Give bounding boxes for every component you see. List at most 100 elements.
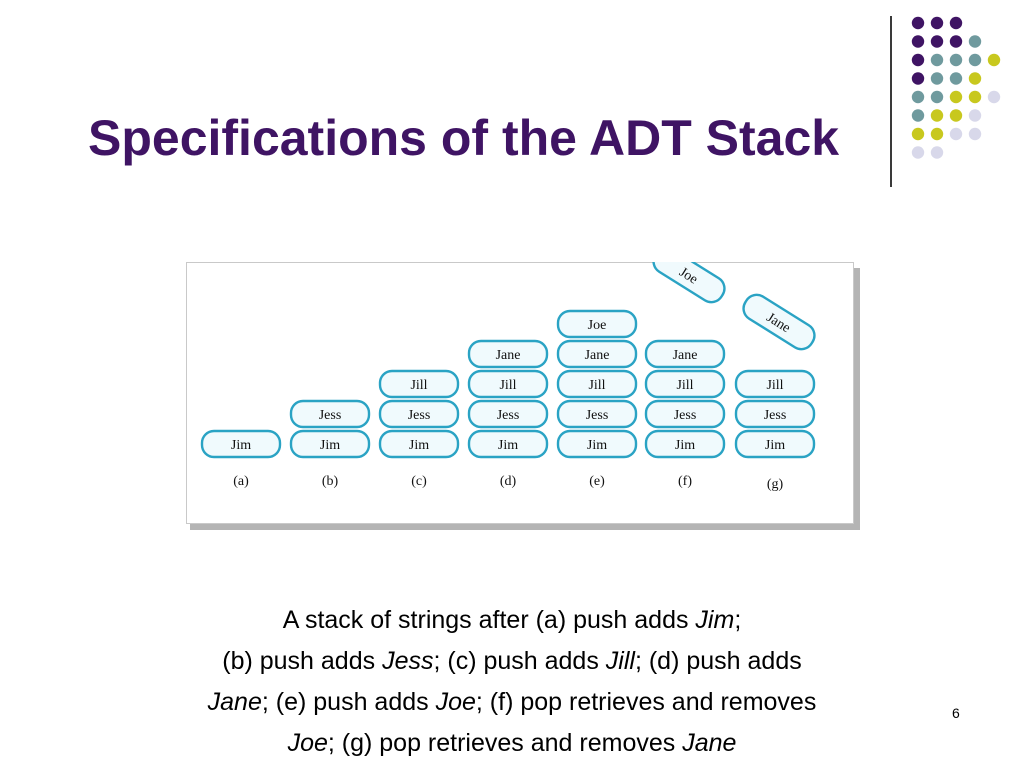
stack-item: Jim	[467, 429, 549, 459]
stack-item-label: Jill	[499, 378, 516, 393]
stack-item-label: Jane	[673, 348, 698, 363]
decorative-dot	[930, 90, 944, 104]
stack-item-box	[556, 429, 638, 459]
caption-name-joe: Joe	[435, 688, 476, 716]
stack-item-label: Jim	[409, 438, 429, 453]
stack-label: (g)	[767, 477, 784, 492]
stack-diagram: Jim(a)JimJess(b)JimJessJill(c)JimJessJil…	[200, 262, 816, 492]
caption-name-jill: Jill	[605, 647, 635, 675]
stack-label: (d)	[500, 474, 517, 489]
stack-item-label: Jim	[231, 438, 251, 453]
stack-item: Jill	[467, 369, 549, 399]
caption-text: (b) push adds	[222, 647, 383, 675]
stack-item-box	[467, 339, 549, 369]
stack-item: Joe	[652, 262, 726, 304]
stack-item-box	[467, 399, 549, 429]
stack-item-box	[644, 369, 726, 399]
caption-name-jane: Jane	[682, 729, 737, 757]
stack-item: Jane	[467, 339, 549, 369]
stack-item-label: Jane	[496, 348, 521, 363]
decorative-dot	[911, 16, 925, 30]
stack-item-box	[556, 309, 638, 339]
stack-item: Jim	[734, 429, 816, 459]
stack-label: (b)	[322, 474, 339, 489]
stack-item-label: Jill	[588, 378, 605, 393]
decorative-dot	[987, 90, 1001, 104]
decorative-dot	[987, 53, 1001, 67]
decorative-dot	[911, 146, 925, 159]
stack-item-box	[556, 399, 638, 429]
decorative-dot	[930, 109, 944, 122]
stack-item: Jess	[289, 399, 371, 429]
caption-text: ;	[734, 606, 742, 634]
caption-name-joe: Joe	[287, 729, 328, 757]
stack-item: Joe	[556, 309, 638, 339]
stack-item: Jim	[378, 429, 460, 459]
decorative-dot	[930, 16, 944, 30]
decorative-dot	[911, 72, 925, 85]
decorative-dot	[930, 72, 944, 85]
stack-item-label: Jess	[408, 408, 431, 423]
decorative-dot	[911, 90, 925, 104]
decorative-dot	[968, 53, 982, 67]
decorative-dot	[949, 109, 963, 122]
stack-item-box	[652, 262, 726, 304]
decorative-dot	[930, 146, 944, 159]
stack-item-label: Jess	[586, 408, 609, 423]
decorative-dot	[968, 35, 982, 48]
stack-item-box	[734, 399, 816, 429]
stack-item-box	[378, 399, 460, 429]
stack-item-box	[734, 369, 816, 399]
stack-item-label: Jill	[410, 378, 427, 393]
caption-name-jane: Jane	[207, 688, 262, 716]
stack-label: (e)	[589, 474, 605, 489]
stack-item: Jim	[644, 429, 726, 459]
decorative-dot	[911, 127, 925, 141]
stack-item-box	[742, 293, 816, 351]
decorative-dot	[930, 35, 944, 48]
stack-item-label: Jim	[765, 438, 785, 453]
caption-text: ; (f) pop retrieves and removes	[475, 688, 817, 716]
decorative-dot	[911, 109, 925, 122]
stack-item-label: Jim	[587, 438, 607, 453]
decorative-dot	[968, 72, 982, 85]
stack-item-label: Jess	[497, 408, 520, 423]
decorative-dot	[930, 127, 944, 141]
stack-item-box	[467, 429, 549, 459]
stack-item-box	[378, 429, 460, 459]
decorative-dot	[930, 53, 944, 67]
stack-item-box	[289, 429, 371, 459]
stack-item-box	[644, 399, 726, 429]
stack-item: Jess	[556, 399, 638, 429]
decorative-dot	[949, 90, 963, 104]
caption-text: ; (d) push adds	[634, 647, 802, 675]
slide-title: Specifications of the ADT Stack	[88, 110, 840, 166]
caption-name-jim: Jim	[695, 606, 735, 634]
stack-item-box	[200, 429, 282, 459]
stack-item: Jess	[734, 399, 816, 429]
figure-caption: A stack of strings after (a) push adds J…	[60, 600, 964, 764]
stack-item-box	[644, 429, 726, 459]
slide-number: 6	[952, 705, 960, 721]
stack-label: (a)	[233, 474, 249, 489]
stack-item-label: Jill	[676, 378, 693, 393]
caption-text: ; (g) pop retrieves and removes	[327, 729, 683, 757]
caption-name-jess: Jess	[382, 647, 434, 675]
stack-item-label: Jane	[585, 348, 610, 363]
stack-label: (c)	[411, 474, 427, 489]
stack-item: Jim	[556, 429, 638, 459]
stack-item-box	[378, 369, 460, 399]
stack-item: Jill	[734, 369, 816, 399]
caption-text: A stack of strings after (a) push adds	[282, 606, 696, 634]
stack-item: Jim	[200, 429, 282, 459]
stack-item-label: Jim	[675, 438, 695, 453]
stack-item-label: Joe	[588, 318, 607, 333]
stack-item-box	[734, 429, 816, 459]
stack-item: Jess	[467, 399, 549, 429]
decorative-dot	[968, 90, 982, 104]
decorative-dot	[949, 35, 963, 48]
title-divider-line	[890, 16, 892, 187]
stack-item-box	[289, 399, 371, 429]
decorative-dot	[949, 16, 963, 30]
stack-item: Jane	[644, 339, 726, 369]
